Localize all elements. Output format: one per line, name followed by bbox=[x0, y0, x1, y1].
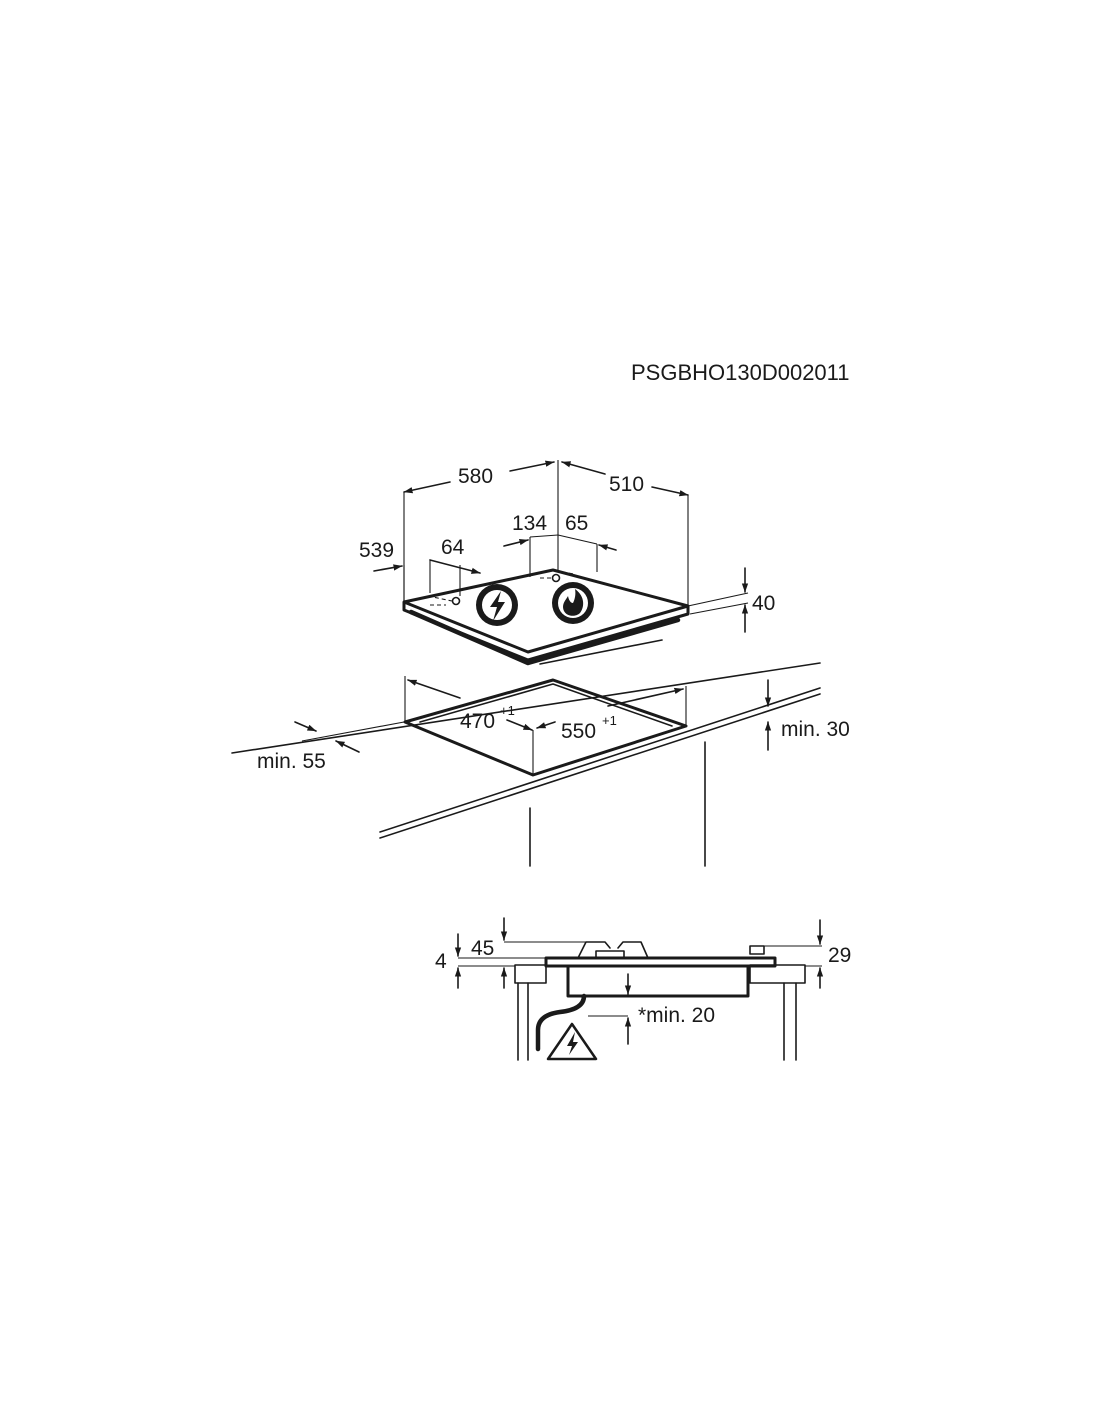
dimension-510: 510 bbox=[561, 461, 689, 606]
side-539-label: 539 bbox=[359, 539, 394, 562]
cutout-depth-label: 470 bbox=[460, 710, 495, 733]
offset-64-label: 64 bbox=[441, 536, 465, 559]
cutout-width-tol: +1 bbox=[602, 713, 617, 728]
drawing-code: PSGBHO130D002011 bbox=[631, 360, 850, 385]
dimension-134-65: 134 65 bbox=[503, 512, 617, 577]
power-cable bbox=[535, 993, 587, 1052]
min-55-label: min. 55 bbox=[257, 750, 326, 773]
hob-unit bbox=[402, 568, 690, 666]
section-view: 45 4 29 *min. 20 bbox=[435, 917, 851, 1061]
cutout-depth-tol: +1 bbox=[500, 703, 515, 718]
cutout-width-label: 550 bbox=[561, 720, 596, 743]
height-40-label: 40 bbox=[752, 592, 775, 615]
worktop bbox=[231, 662, 821, 867]
section-29-label: 29 bbox=[828, 944, 851, 967]
electric-warning-triangle-icon bbox=[546, 1022, 598, 1061]
dimension-539-64: 539 64 bbox=[359, 536, 481, 602]
min-30-label: min. 30 bbox=[781, 718, 850, 741]
knob bbox=[749, 945, 765, 955]
dimension-min-30: min. 30 bbox=[764, 679, 850, 751]
center-65-label: 65 bbox=[565, 512, 588, 535]
flame-icon bbox=[552, 582, 594, 624]
section-4-label: 4 bbox=[435, 950, 447, 973]
dimension-550: 550 +1 bbox=[536, 687, 684, 743]
section-45-label: 45 bbox=[471, 937, 494, 960]
center-134-label: 134 bbox=[512, 512, 547, 535]
dimension-min-55: min. 55 bbox=[257, 721, 405, 773]
width-label: 580 bbox=[458, 465, 493, 488]
control-knob-marker bbox=[551, 573, 561, 583]
dimension-40: 40 bbox=[687, 567, 775, 633]
depth-label: 510 bbox=[609, 473, 644, 496]
section-min20-label: *min. 20 bbox=[638, 1004, 715, 1027]
control-knob-marker bbox=[451, 596, 461, 606]
dimension-470: 470 +1 bbox=[407, 679, 533, 733]
lightning-bolt-icon bbox=[476, 584, 518, 626]
